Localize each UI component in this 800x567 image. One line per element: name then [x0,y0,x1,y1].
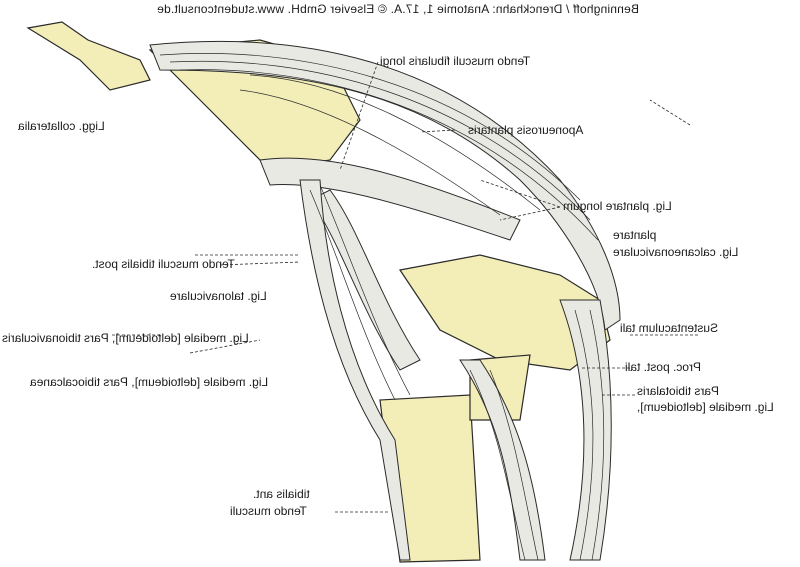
label-tendo-tibialis-post: Tendo musculi tibialis post. [92,257,235,271]
fiber-lines [159,53,605,561]
label-lig-calcaneonaviculare-2: Lig. calcaneonaviculare [613,245,739,259]
toe-phalanx [26,21,151,91]
label-pars-tibiotalaris: Pars tibiotalaris [637,384,720,398]
label-aponeurosis: Aponeurosis plantaris [468,123,584,137]
copyright-credit: Benninghoff / Drenckhahn: Anatomie 1, 17… [157,2,639,16]
calcaneus [398,254,611,371]
plantar-ligament-band [259,157,521,241]
label-lig-calcaneonaviculare: plantare [613,228,657,242]
medial-tendons [459,359,546,561]
label-ligg-collateralia: Ligg. collateralia [18,119,105,133]
label-lig-plantare-longum: Lig. plantare longum [563,199,672,213]
label-sustentaculum: Sustentaculum tali [620,321,719,335]
label-pars-tibiocalcanea: Lig. mediale [deltoideum], Pars tibiocal… [30,375,269,389]
bone-shapes [26,21,611,563]
aponeurosis-band [149,40,621,331]
label-pars-tibionavicularis: Lig. mediale [deltoideum], Pars tibionav… [2,331,249,345]
label-tendo-fibularis: Tendo musculi fibularis longi [380,54,531,68]
tibialis-posterior-tendon [299,179,411,561]
leader-lines [110,61,700,513]
label-lig-talonaviculare: Lig. talonaviculare [170,289,267,303]
label-proc-post-tali: Proc. post. tali [625,360,702,374]
label-tendo-musculi: Tendo musculi [230,504,307,518]
deltoid-ligament-band [309,189,421,371]
label-lig-mediale-deltoideum: Lig. mediale [deltoideum], [637,400,774,414]
label-tendo-tibialis-ant: tibialis ant. [253,487,310,501]
